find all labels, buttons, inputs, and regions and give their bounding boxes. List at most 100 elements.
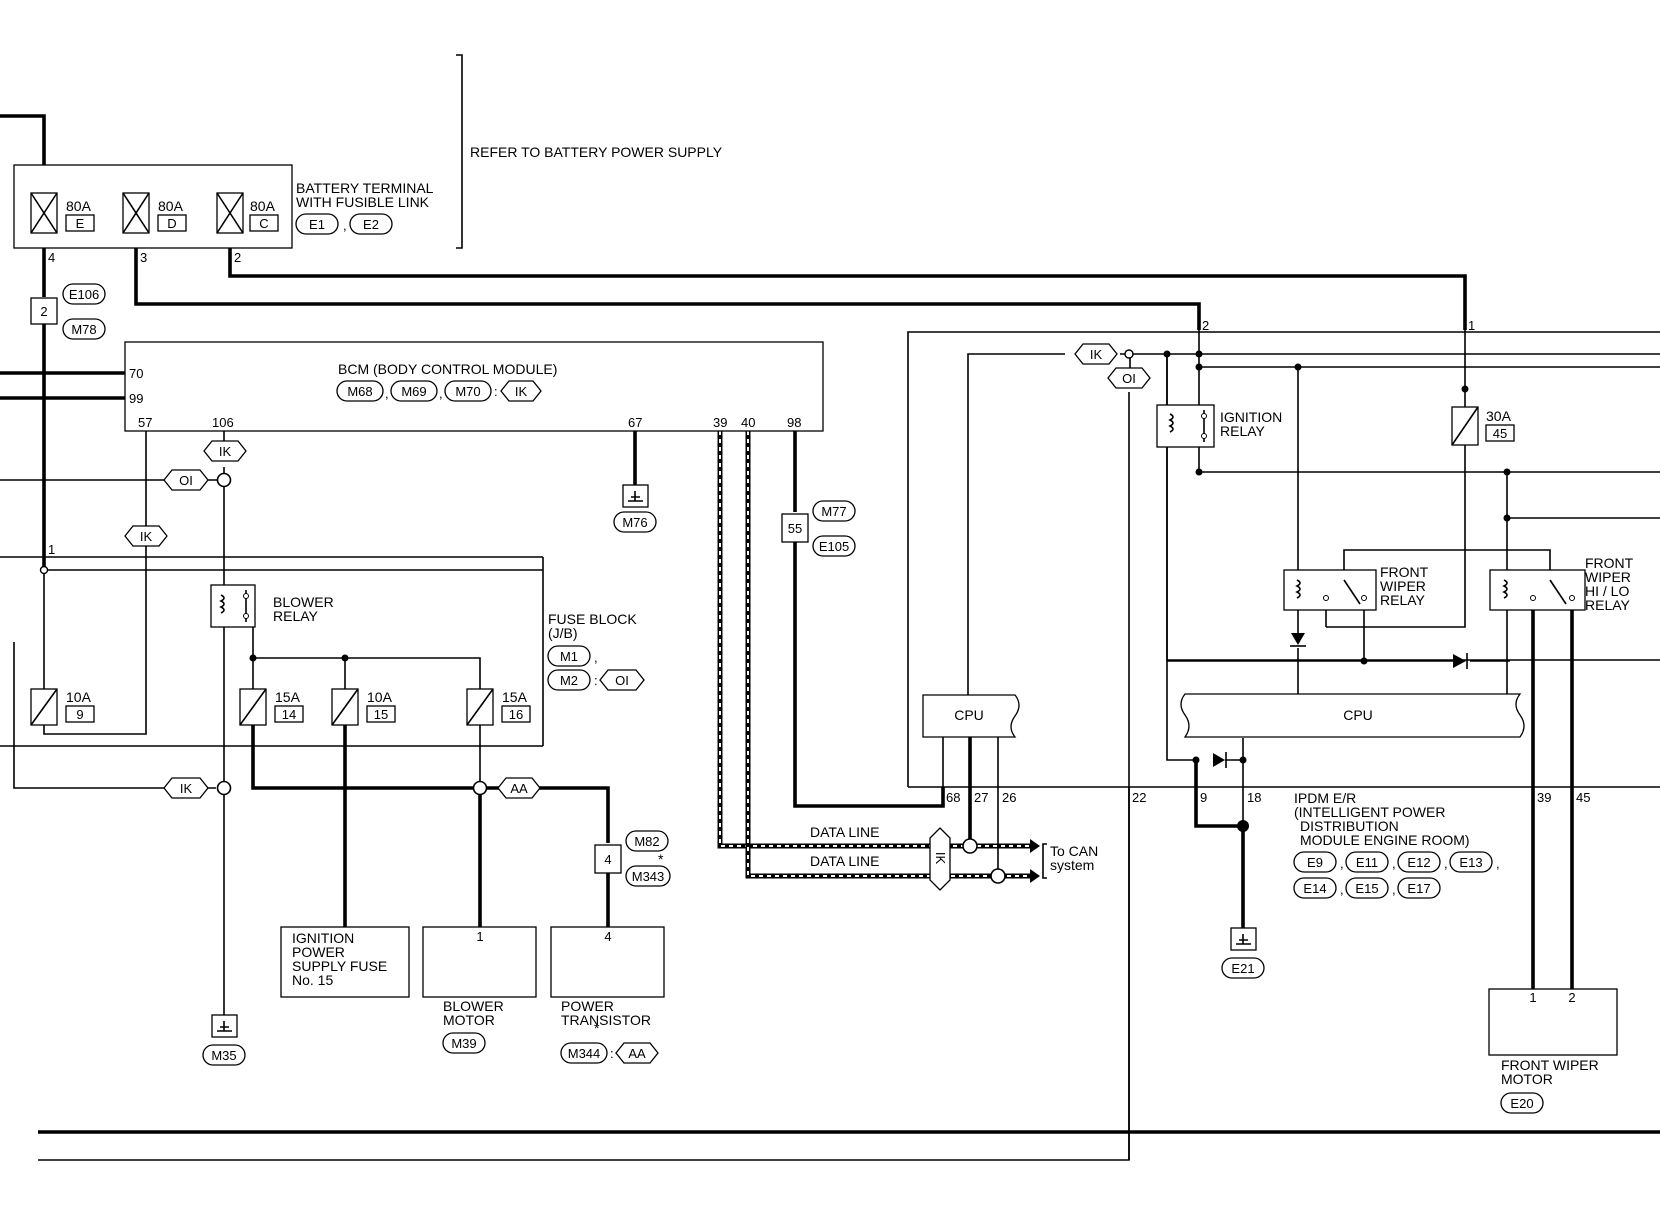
fuse-10a-9: 10A 9 xyxy=(30,688,95,726)
connector-label: E21 xyxy=(1231,961,1254,976)
fuse-id: 45 xyxy=(1493,426,1507,441)
fuse-15a-16: 15A 16 xyxy=(466,688,531,726)
harness-tag-oi-ipdm: OI xyxy=(1107,367,1151,389)
can-section: DATA LINE DATA LINE IK To CAN system xyxy=(810,824,1098,891)
power-transistor: 4 POWER TRANSISTOR * M344 : AA xyxy=(550,926,665,1064)
fuse-block: 1 FUSE BLOCK (J/B) M1 , M2 : OI 10A 9 15… xyxy=(30,542,645,746)
relay-label: RELAY xyxy=(1380,592,1426,608)
svg-text::: : xyxy=(494,384,498,399)
relay-label: HI / LO xyxy=(1585,583,1629,599)
harness-tag-ik-ipdm: IK xyxy=(1074,343,1118,365)
svg-text:,: , xyxy=(1340,882,1344,897)
connector-label: M82 xyxy=(634,834,659,849)
harness-tag-aa: AA xyxy=(497,777,541,799)
fuse-id: C xyxy=(259,216,268,231)
battery-title-line2: WITH FUSIBLE LINK xyxy=(296,194,430,210)
ipdm-module: CPU CPU 68 27 26 22 9 18 39 45 2 1 IPDM … xyxy=(922,318,1634,979)
bcm-title: BCM (BODY CONTROL MODULE) xyxy=(338,361,557,377)
harness-tag-ik-lower: IK xyxy=(163,777,209,799)
ground-m76: M76 xyxy=(613,484,657,533)
ipdm-title: (INTELLIGENT POWER xyxy=(1294,804,1445,820)
pin-label: 22 xyxy=(1132,790,1146,805)
blower-relay-label: BLOWER xyxy=(273,594,334,610)
connector-label: E9 xyxy=(1307,855,1323,870)
ground-m35: M35 xyxy=(202,1014,246,1066)
cpu-label: CPU xyxy=(954,707,984,723)
relay-label: IGNITION xyxy=(1220,409,1282,425)
battery-terminal-block: 80A E 4 80A D 3 80A C 2 BATTERY TERMINAL… xyxy=(13,164,434,265)
box-line: No. 15 xyxy=(292,972,333,988)
fuse-rating: 30A xyxy=(1486,408,1512,424)
svg-text:,: , xyxy=(1340,856,1344,871)
pin-label: 40 xyxy=(741,415,755,430)
harness-tag-label: IK xyxy=(180,781,193,796)
pin-label: 99 xyxy=(129,391,143,406)
harness-tag: OI xyxy=(615,673,629,688)
harness-tag: IK xyxy=(515,384,528,399)
relay-label: RELAY xyxy=(1585,597,1631,613)
component-label: BLOWER xyxy=(443,998,504,1014)
relay-label: RELAY xyxy=(1220,423,1266,439)
connector-label: E106 xyxy=(69,287,99,302)
pin-label: 98 xyxy=(787,415,801,430)
pin-label: 106 xyxy=(212,415,234,430)
harness-tag-label: IK xyxy=(140,529,153,544)
fuse-rating: 80A xyxy=(66,198,92,214)
fuse-id: 16 xyxy=(509,707,523,722)
diode-icon xyxy=(1291,633,1305,645)
to-can-label: To CAN xyxy=(1050,843,1098,859)
ipdm-connectors: E9 , E11 , E12 , E13 , E14 , E15 , E17 xyxy=(1293,851,1500,899)
harness-tag-label: OI xyxy=(179,473,193,488)
blower-relay-label2: RELAY xyxy=(273,608,319,624)
fusible-link-e: 80A E 4 xyxy=(30,192,95,265)
connector-label: M1 xyxy=(560,649,578,664)
harness-tag-label: AA xyxy=(510,781,528,796)
component-label: POWER xyxy=(561,998,614,1014)
pin-label: 39 xyxy=(713,415,727,430)
battery-title-line1: BATTERY TERMINAL xyxy=(296,180,434,196)
svg-text:,: , xyxy=(1496,856,1500,871)
box-line: IGNITION xyxy=(292,930,354,946)
pin-label: 70 xyxy=(129,366,143,381)
connector-label: M70 xyxy=(455,384,480,399)
pin-label: 68 xyxy=(946,790,960,805)
pin-label: 1 xyxy=(48,542,55,557)
joint-e106: 2 E106 M78 xyxy=(30,283,106,340)
svg-text:,: , xyxy=(1392,856,1396,871)
fuse-id: 14 xyxy=(282,707,296,722)
svg-text::: : xyxy=(610,1046,614,1061)
ipdm-title: DISTRIBUTION xyxy=(1300,818,1399,834)
joint-m77: 55 M77 E105 xyxy=(781,500,856,557)
fuse-rating: 15A xyxy=(275,689,301,705)
pin-label: 1 xyxy=(1529,990,1536,1005)
data-line-label: DATA LINE xyxy=(810,853,880,869)
connector-label: M68 xyxy=(347,384,372,399)
fuse-rating: 80A xyxy=(158,198,184,214)
pin-label: 4 xyxy=(604,852,611,867)
box-line: SUPPLY FUSE xyxy=(292,958,387,974)
diode-icon xyxy=(1453,654,1466,668)
fuse-rating: 10A xyxy=(66,689,92,705)
harness-tag: AA xyxy=(628,1046,646,1061)
svg-text:,: , xyxy=(439,386,443,401)
pin-label: 2 xyxy=(1568,990,1575,1005)
harness-tag-ik-57: IK xyxy=(124,525,168,547)
joint-m82: 4 M82 * M343 xyxy=(594,830,671,887)
relay-label: WIPER xyxy=(1585,569,1631,585)
star-marker: * xyxy=(594,1020,600,1036)
pin-label: 1 xyxy=(476,929,483,944)
component-label: TRANSISTOR xyxy=(561,1012,651,1028)
fuse-block-subtitle: (J/B) xyxy=(548,625,578,641)
pin-label: 4 xyxy=(604,929,611,944)
connector-label: E14 xyxy=(1303,881,1326,896)
pin-label: 27 xyxy=(974,790,988,805)
front-wiper-hilo-relay: FRONT WIPER HI / LO RELAY xyxy=(1489,555,1634,613)
blower-relay: BLOWER RELAY xyxy=(210,584,334,628)
svg-text:,: , xyxy=(1444,856,1448,871)
fuse-id: 15 xyxy=(374,707,388,722)
connector-label: E17 xyxy=(1407,881,1430,896)
svg-text:,: , xyxy=(594,650,598,665)
connector-label: M69 xyxy=(401,384,426,399)
connector-label: E11 xyxy=(1356,855,1378,870)
relay-label: FRONT xyxy=(1380,564,1429,580)
